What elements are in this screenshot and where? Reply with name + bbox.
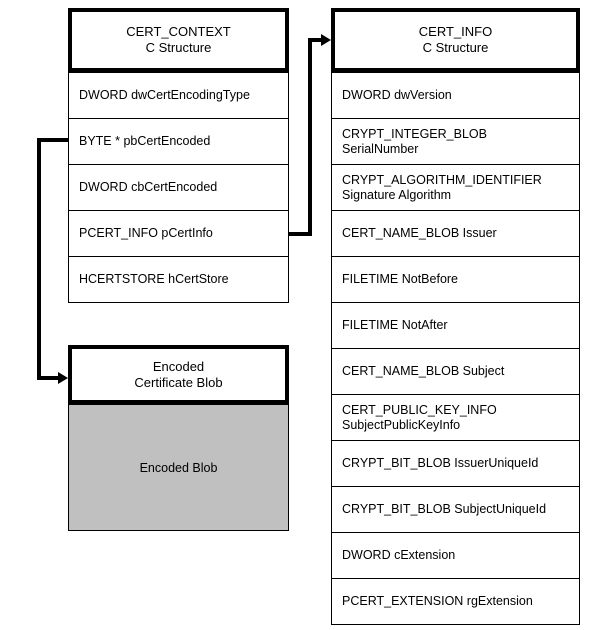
encoded-blob-body-label: Encoded Blob — [139, 460, 218, 475]
connector-pbcertencoded-segment-top — [37, 138, 69, 142]
field-label: FILETIME NotBefore — [342, 272, 459, 286]
cert-info-field-signature-algorithm: CRYPT_ALGORITHM_IDENTIFIER Signature Alg… — [331, 164, 580, 211]
cert-info-header-line2: C Structure — [422, 40, 489, 55]
cert-context-field-dwcertencodingtype: DWORD dwCertEncodingType — [68, 72, 289, 119]
cert-info-field-rgextension: PCERT_EXTENSION rgExtension — [331, 578, 580, 625]
field-label-2: SerialNumber — [342, 141, 419, 156]
encoded-blob-header-line2: Certificate Blob — [134, 374, 223, 390]
cert-info-field-notafter: FILETIME NotAfter — [331, 302, 580, 349]
cert-info-field-issuer: CERT_NAME_BLOB Issuer — [331, 210, 580, 257]
connector-pcertinfo-segment-bottom — [289, 232, 312, 236]
field-label: PCERT_EXTENSION rgExtension — [342, 594, 533, 608]
field-label: CERT_PUBLIC_KEY_INFO — [342, 402, 497, 417]
field-label-2: SubjectPublicKeyInfo — [342, 417, 461, 432]
cert-info-field-dwversion: DWORD dwVersion — [331, 72, 580, 119]
cert-info-field-subjectuniqueid: CRYPT_BIT_BLOB SubjectUniqueId — [331, 486, 580, 533]
field-label: CERT_NAME_BLOB Subject — [342, 364, 505, 378]
field-label: CRYPT_BIT_BLOB SubjectUniqueId — [342, 502, 547, 516]
field-label: CRYPT_INTEGER_BLOB — [342, 126, 487, 141]
field-label: FILETIME NotAfter — [342, 318, 448, 332]
cert-context-field-cbcertencoded: DWORD cbCertEncoded — [68, 164, 289, 211]
cert-info-field-cextension: DWORD cExtension — [331, 532, 580, 579]
cert-context-header-line1: CERT_CONTEXT — [126, 24, 231, 39]
field-label-2: Signature Algorithm — [342, 187, 452, 202]
cert-info-field-notbefore: FILETIME NotBefore — [331, 256, 580, 303]
cert-context-header: CERT_CONTEXT C Structure — [68, 8, 289, 72]
cert-context-field-hcertstore: HCERTSTORE hCertStore — [68, 256, 289, 303]
cert-info-header: CERT_INFO C Structure — [331, 8, 580, 72]
cert-info-header-line1: CERT_INFO — [418, 24, 493, 39]
connector-pbcertencoded-segment-bottom — [37, 376, 59, 380]
connector-pcertinfo-segment-top — [308, 38, 322, 42]
cert-info-field-serialnumber: CRYPT_INTEGER_BLOB SerialNumber — [331, 118, 580, 165]
encoded-blob-header-line1: Encoded — [152, 358, 205, 374]
connector-pbcertencoded-segment-vertical — [37, 138, 41, 380]
cert-context-header-line2: C Structure — [145, 40, 212, 55]
field-label: CRYPT_ALGORITHM_IDENTIFIER — [342, 172, 542, 187]
connector-pcertinfo-arrowhead — [321, 34, 331, 46]
cert-context-field-pbcertencoded: BYTE * pbCertEncoded — [68, 118, 289, 165]
field-label: PCERT_INFO pCertInfo — [79, 226, 213, 240]
field-label: CRYPT_BIT_BLOB IssuerUniqueId — [342, 456, 539, 470]
field-label: DWORD cbCertEncoded — [79, 180, 218, 194]
cert-info-field-issueruniqueid: CRYPT_BIT_BLOB IssuerUniqueId — [331, 440, 580, 487]
connector-pcertinfo-segment-vertical — [308, 38, 312, 236]
encoded-blob-body: Encoded Blob — [68, 404, 289, 531]
cert-info-field-subject: CERT_NAME_BLOB Subject — [331, 348, 580, 395]
field-label: DWORD cExtension — [342, 548, 456, 562]
encoded-certificate-blob-header: Encoded Certificate Blob — [68, 345, 289, 404]
field-label: DWORD dwCertEncodingType — [79, 88, 250, 102]
cert-info-field-subjectpublickeyinfo: CERT_PUBLIC_KEY_INFO SubjectPublicKeyInf… — [331, 394, 580, 441]
field-label: HCERTSTORE hCertStore — [79, 272, 229, 286]
cert-context-field-pcertinfo: PCERT_INFO pCertInfo — [68, 210, 289, 257]
field-label: DWORD dwVersion — [342, 88, 452, 102]
field-label: BYTE * pbCertEncoded — [79, 134, 211, 148]
connector-pbcertencoded-arrowhead — [58, 372, 68, 384]
field-label: CERT_NAME_BLOB Issuer — [342, 226, 497, 240]
